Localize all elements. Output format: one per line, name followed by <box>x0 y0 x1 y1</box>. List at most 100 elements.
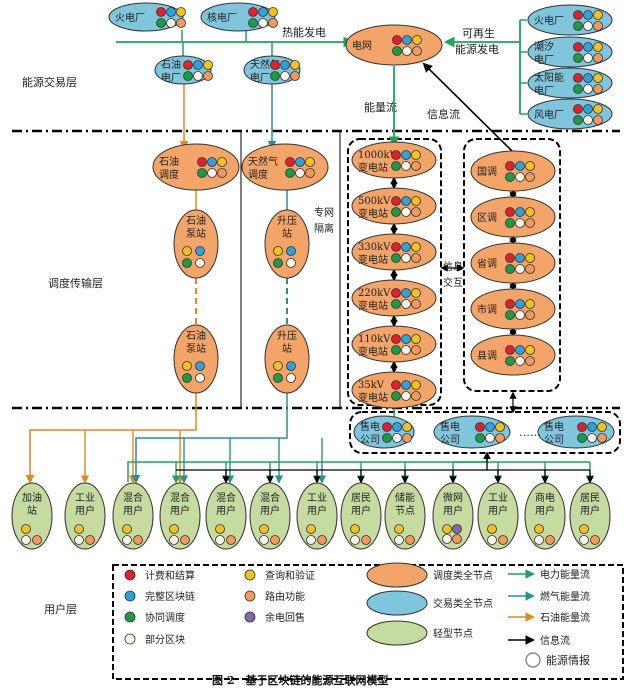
node-oil-plant-label: 石油 <box>161 58 181 71</box>
node-dispatch-level-3-dot-white <box>515 264 525 274</box>
node-substation-3-dot-orange <box>411 253 421 263</box>
node-substation-6-dot-green <box>391 391 401 401</box>
node-user-13-label-2: 用户 <box>580 504 600 517</box>
watermark-icon <box>525 652 541 668</box>
node-substation-3-dot-red <box>391 242 401 252</box>
node-gas-dispatch-label: 天然气 <box>248 155 278 168</box>
node-user-1-dot-white <box>21 535 31 545</box>
node-substation-5-dot-blue <box>401 334 411 344</box>
node-oil-pump-2-dot-white <box>195 373 205 383</box>
node-oil-pump-1-label-1: 石油 <box>186 214 206 227</box>
node-dispatch-level-3-dot-blue <box>515 253 525 263</box>
legend-function-6: 路由功能 <box>265 590 305 603</box>
node-dispatch-level-1-dot-yellow <box>525 161 535 171</box>
node-oil-pump-1-dot-blue <box>195 246 205 256</box>
node-gas-dispatch-label: 调度 <box>248 168 268 181</box>
node-nuclear-plant-dot-green <box>248 18 258 28</box>
node-oil-dispatch-dot-orange <box>217 168 227 178</box>
node-nuclear-plant-dot-white <box>258 18 268 28</box>
node-user-8-label-1: 居民 <box>351 492 371 504</box>
node-dispatch-level-5-dot-green <box>505 356 515 366</box>
node-user-5-label-1: 混合 <box>216 491 236 504</box>
node-oil-pump-2-label-1: 石油 <box>186 329 206 342</box>
legend-dot-4 <box>124 633 136 645</box>
node-user-8-dot-yellow <box>350 524 360 534</box>
node-substation-2-dot-white <box>401 207 411 217</box>
node-sales-company-1-dot-yellow <box>402 422 412 432</box>
node-dispatch-level-2-dot-green <box>505 218 515 228</box>
sales-ellipsis: …… <box>519 426 541 439</box>
node-substation-2-dot-red <box>391 196 401 206</box>
legend-flow-1: 电力能量流 <box>540 568 590 581</box>
node-sales-company-1-dot-white <box>392 433 402 443</box>
node-dispatch-level-3-dot-yellow <box>525 253 535 263</box>
node-sales-company-1-label: 售电 <box>360 420 380 433</box>
legend-dot-2 <box>124 590 136 602</box>
flow-label-private-net-2: 隔离 <box>314 222 334 235</box>
node-renewable-1-label: 火电厂 <box>534 14 564 27</box>
node-sales-company-2-dot-green <box>475 433 485 443</box>
node-sales-company-3-dot-green <box>577 433 587 443</box>
legend-node-type-1: 调度类全节点 <box>433 569 493 582</box>
node-substation-1-label: 变电站 <box>358 161 388 174</box>
node-renewable-3-dot-red <box>573 73 583 83</box>
node-gas-dispatch-dot-blue <box>295 157 305 167</box>
flow-label-info: 信息流 <box>427 107 460 121</box>
node-dispatch-level-4-dot-green <box>505 310 515 320</box>
node-user-5 <box>205 482 247 550</box>
node-user-4-dot-orange <box>180 535 190 545</box>
node-renewable-3-dot-green <box>573 84 583 94</box>
node-user-12-dot-orange <box>545 535 555 545</box>
node-renewable-3-dot-orange <box>593 84 603 94</box>
legend-flow-3: 石油能量流 <box>540 611 590 624</box>
node-grid-label: 电网 <box>352 39 372 52</box>
node-gas-plant-dot-yellow <box>290 60 300 70</box>
node-thermal-plant-dot-yellow <box>176 7 186 17</box>
legend-flow-2: 燃气能量流 <box>540 590 590 603</box>
node-renewable-1-dot-red <box>573 10 583 20</box>
node-sales-company-3-dot-blue <box>587 422 597 432</box>
node-user-11-label-1: 工业 <box>488 492 508 504</box>
node-user-7-dot-yellow <box>306 524 316 534</box>
node-user-10-dot-purple <box>452 524 462 534</box>
node-oil-plant-label: 电厂 <box>161 71 181 84</box>
flow-label-private-net-1: 专网 <box>314 206 334 219</box>
node-boost-station-2-dot-green <box>273 373 283 383</box>
node-dispatch-level-5-dot-red <box>505 345 515 355</box>
node-substation-6-label: 35kV <box>358 380 385 391</box>
node-user-5-label-2: 用户 <box>216 504 236 517</box>
node-user-10-label-2: 用户 <box>443 504 463 517</box>
node-gas-dispatch-dot-yellow <box>305 157 315 167</box>
node-substation-1-dot-orange <box>411 161 421 171</box>
node-user-9-dot-white <box>394 535 404 545</box>
node-renewable-2-dot-orange <box>593 53 603 63</box>
node-boost-station-1-dot-white <box>286 258 296 268</box>
node-boost-station-2-dot-blue <box>286 361 296 371</box>
node-substation-1-dot-blue <box>401 150 411 160</box>
node-substation-6-dot-red <box>391 380 401 390</box>
node-dispatch-level-4-dot-red <box>505 299 515 309</box>
node-user-2-dot-orange <box>85 535 95 545</box>
node-gas-plant-dot-orange <box>290 71 300 81</box>
node-sales-company-3-dot-red <box>577 422 587 432</box>
node-user-6-dot-white <box>259 535 269 545</box>
node-substation-1-label: 1000kV <box>358 150 398 161</box>
node-dispatch-level-2-dot-blue <box>515 207 525 217</box>
node-user-7-dot-white <box>306 535 316 545</box>
node-substation-2-label: 500kV <box>358 196 391 207</box>
node-renewable-4-dot-white <box>583 115 593 125</box>
node-user-3-label-2: 用户 <box>123 504 143 517</box>
node-user-12-dot-yellow <box>534 524 544 534</box>
node-user-6-dot-yellow <box>259 524 269 534</box>
node-user-13 <box>569 482 611 550</box>
node-dispatch-level-4-label: 市调 <box>477 303 497 316</box>
node-dispatch-level-4 <box>470 288 556 330</box>
node-dispatch-level-5-dot-orange <box>525 356 535 366</box>
node-user-7-dot-orange <box>317 535 327 545</box>
node-dispatch-level-3-dot-orange <box>525 264 535 274</box>
node-oil-plant-dot-orange <box>203 71 213 81</box>
node-sales-company-3-label: 售电 <box>544 420 564 433</box>
node-user-5-dot-yellow <box>215 524 225 534</box>
node-dispatch-level-1-dot-white <box>515 172 525 182</box>
flow-label-thermal: 热能发电 <box>282 25 326 39</box>
